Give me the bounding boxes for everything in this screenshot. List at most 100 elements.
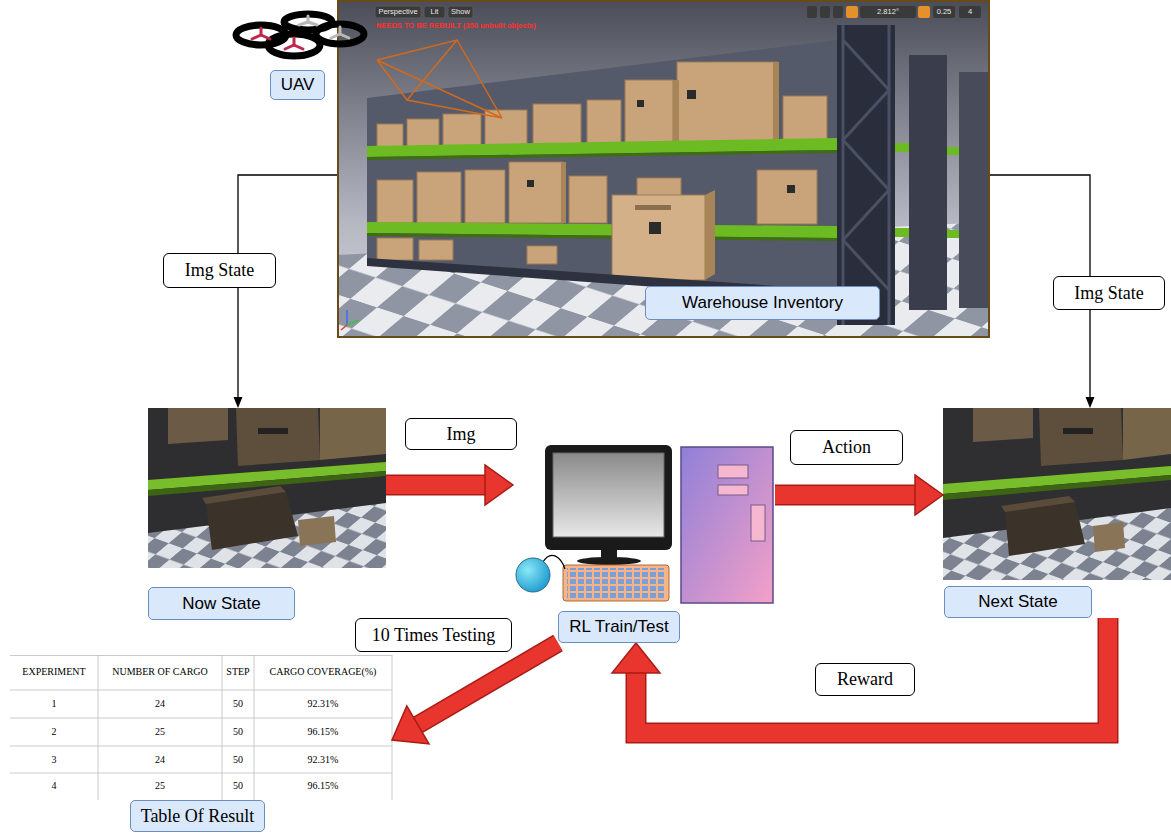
warehouse-screenshot-art-part: [612, 195, 705, 280]
warehouse-screenshot-art-part-part: [625, 80, 673, 144]
warehouse-screenshot-art-part: [649, 222, 661, 234]
table-cell: 96.15%: [254, 725, 392, 739]
table-cell: 25: [98, 725, 222, 739]
edge-label: Img State: [163, 253, 276, 288]
warehouse-screenshot-art-part-part: [833, 6, 843, 18]
result-table-grid-part: [10, 655, 392, 656]
next-state-image-part: [943, 408, 1171, 580]
arrow-head: [234, 397, 243, 408]
arrow-head: [612, 643, 660, 673]
uav-icon-part: [252, 28, 303, 49]
warehouse-screenshot-art-part-part: [587, 100, 621, 145]
uav-icon-part: [299, 16, 349, 38]
result-table-grid-part: [10, 718, 392, 719]
result-table-grid-part: [392, 655, 393, 800]
block-arrow: [612, 618, 1108, 733]
warehouse-screenshot-art-part-part: [377, 60, 502, 118]
warehouse-label: Warehouse Inventory: [645, 286, 880, 320]
table-cell: 92.31%: [254, 697, 392, 711]
uav-icon-part-part: [307, 16, 310, 22]
warehouse-screenshot-art-part-part: [959, 6, 981, 18]
table-cell: 24: [98, 697, 222, 711]
arrow-head: [485, 465, 513, 505]
warehouse-screenshot-art-part-part: [377, 124, 403, 148]
warehouse-screenshot-art-part-part: [407, 40, 457, 100]
warning-text: NEEDS TO BE REBUILT (350 unbuilt objects…: [376, 21, 536, 31]
warehouse-screenshot-art-part-part: [419, 240, 453, 260]
warehouse-screenshot-art-part-part: [377, 60, 502, 118]
warehouse-screenshot-art-part: [377, 40, 502, 118]
uav-icon-part-part: [316, 24, 364, 44]
arrow-shaft: [386, 476, 485, 494]
result-table-grid: [10, 655, 392, 800]
computer-icon-part: [516, 558, 550, 592]
toolbar-button-text: Perspective: [375, 6, 421, 18]
computer-icon-part: [718, 485, 748, 495]
result-table-grid-part: [98, 655, 99, 800]
table-cell: 50: [222, 753, 254, 767]
block-arrow: [775, 475, 943, 515]
uav-icon-part-part: [268, 34, 320, 56]
warehouse-screenshot-art-part-part: [933, 6, 955, 18]
arrow-shaft: [775, 486, 915, 504]
now-state-image-part: [202, 486, 286, 504]
table-caption: Table Of Result: [130, 800, 266, 832]
warehouse-screenshot-art-part: [367, 150, 837, 160]
table-header-cell: EXPERIMENT: [10, 665, 98, 679]
table-cell: 2: [10, 725, 98, 739]
table-cell: 50: [222, 697, 254, 711]
warehouse-screenshot-art-part-part: [918, 6, 930, 18]
warehouse-screenshot-art-part: [341, 310, 359, 330]
table-cell: 50: [222, 779, 254, 793]
arrow-outline: [636, 618, 1108, 733]
warehouse-screenshot-art-part: [375, 6, 981, 18]
table-cell: 92.31%: [254, 753, 392, 767]
edge-label: Action: [790, 430, 903, 465]
uav-icon-part-part: [339, 27, 342, 34]
result-table-node: Table Of Result: [10, 655, 392, 832]
warehouse-screenshot-art-part-part: [947, 230, 959, 238]
warehouse-screenshot-art-part: [338, 1, 989, 337]
warehouse-screenshot-art-part-part: [773, 62, 779, 143]
warehouse-screenshot-art-part-part: [895, 228, 909, 237]
warehouse-screenshot-art-part-part: [687, 90, 696, 99]
table-cell: 25: [98, 779, 222, 793]
warehouse-screenshot-art-part-part: [347, 320, 359, 325]
computer-icon-part: [751, 505, 765, 541]
warehouse-screenshot-art-part-part: [443, 114, 481, 147]
now-state-image-part: [168, 408, 228, 444]
warehouse-screenshot-art-part-part: [527, 246, 557, 264]
arrow-shaft: [636, 618, 1108, 733]
toolbar-value: 2.812°: [860, 6, 916, 18]
warehouse-screenshot-art-part-part: [375, 6, 421, 18]
warehouse-screenshot-art-part-part: [787, 185, 795, 193]
block-arrow: [386, 465, 513, 505]
computer-icon-part: [567, 568, 665, 598]
warehouse-screenshot-art-part-part: [842, 25, 845, 325]
arrow-outline: [775, 485, 915, 506]
arrow-shaft: [418, 643, 558, 725]
next-state-image-part: [973, 408, 1033, 442]
toolbar-button-text: Show: [448, 6, 473, 18]
warehouse-screenshot-art-part-part: [888, 25, 891, 325]
warehouse-screenshot-art-part: [837, 25, 895, 325]
block-arrow: [392, 643, 558, 744]
warehouse-screenshot-art-part-part: [465, 170, 505, 223]
computer-icon: [516, 445, 773, 603]
rl-computer-node: RL Train/Test: [513, 445, 775, 643]
arrow-outline: [418, 643, 558, 725]
warehouse-screenshot-art-part-part: [417, 172, 461, 223]
edge-label: 10 Times Testing: [355, 618, 512, 652]
result-table-grid-part: [10, 746, 392, 747]
next-state-image-part: [1063, 428, 1093, 434]
table-cell: 50: [222, 725, 254, 739]
table-cell: 24: [98, 753, 222, 767]
now-state-image-part: [298, 516, 336, 546]
toolbar-value: 4: [959, 6, 981, 18]
computer-icon-part: [545, 445, 672, 550]
next-state-image-part: [1039, 408, 1123, 466]
result-table-grid-part: [10, 690, 392, 691]
warehouse-screenshot-art-part: [909, 55, 947, 310]
warehouse-screenshot-art-part-part: [820, 6, 830, 18]
